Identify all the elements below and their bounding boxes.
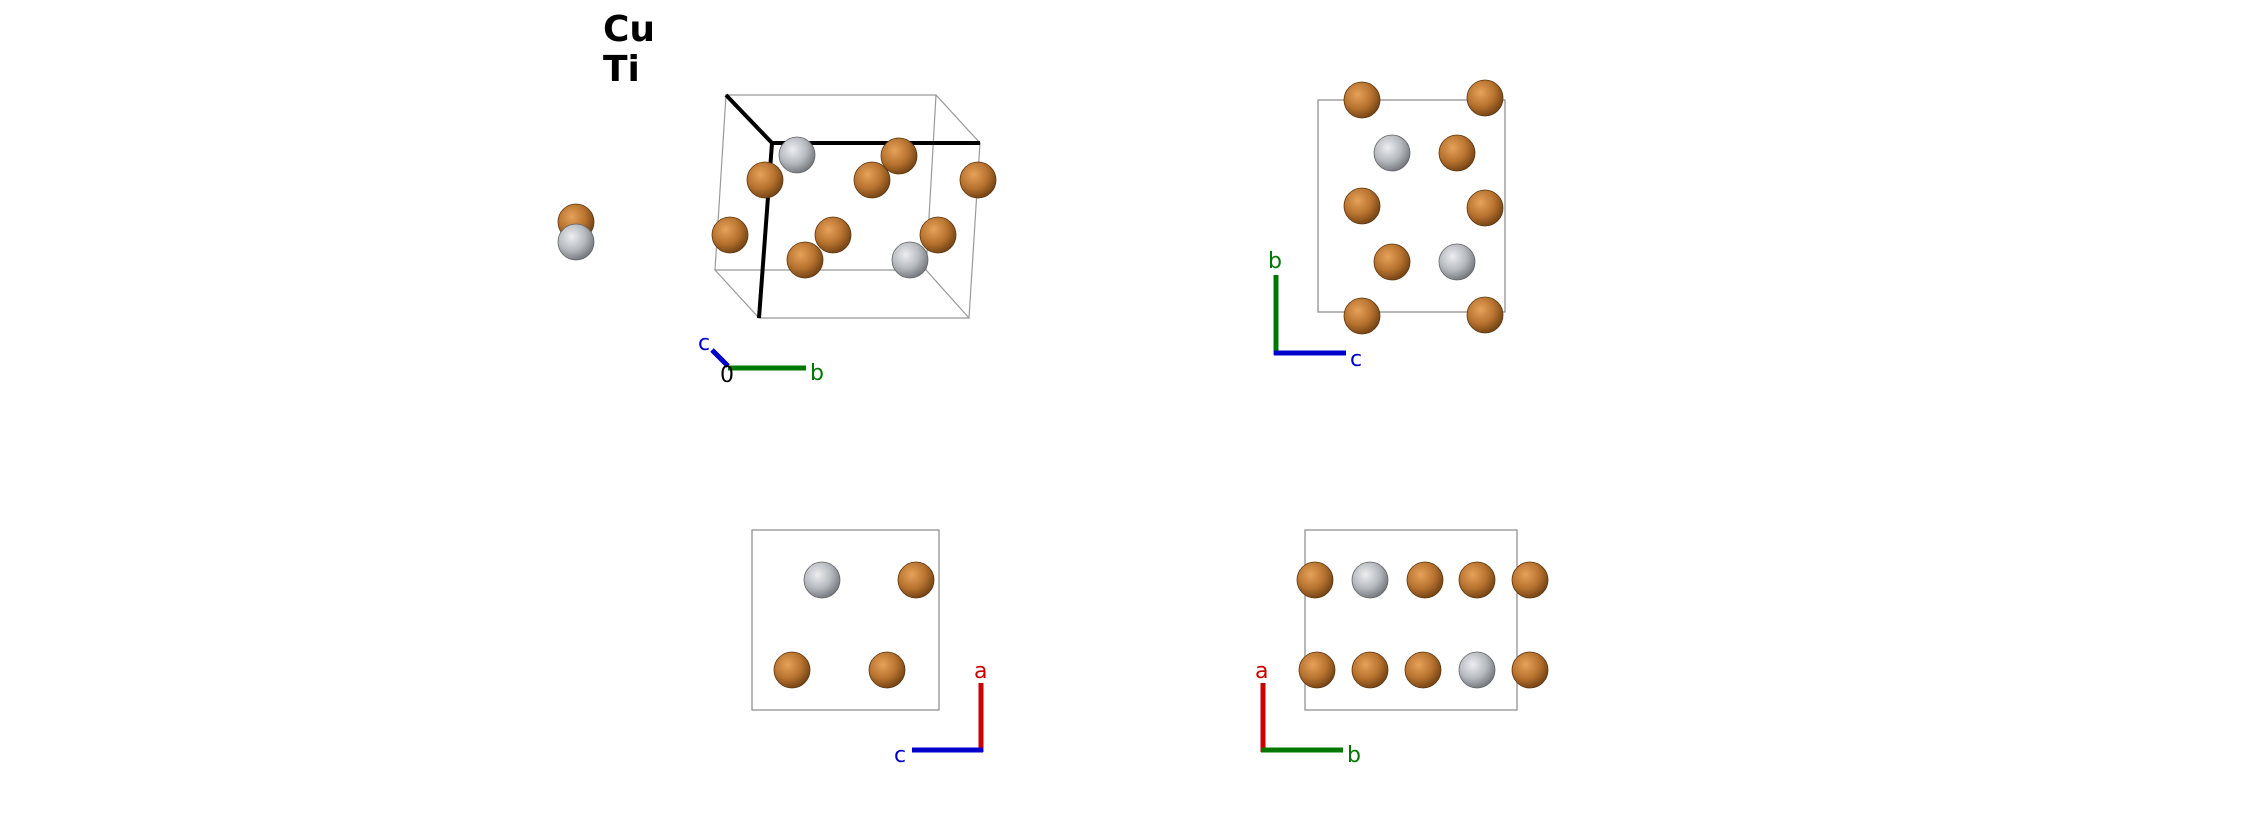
cu-atom bbox=[1351, 651, 1389, 689]
cell-axes-edges bbox=[724, 93, 980, 319]
cu-atom bbox=[1373, 243, 1411, 281]
cu-atom bbox=[1406, 561, 1444, 599]
ti-atom bbox=[803, 561, 841, 599]
cu-atom bbox=[1466, 189, 1504, 227]
cu-atom bbox=[919, 216, 957, 254]
cu-atom bbox=[1466, 296, 1504, 334]
atoms-view-c bbox=[1296, 561, 1549, 689]
c-axis-label: c bbox=[894, 743, 906, 768]
b-axis-label: b bbox=[810, 361, 824, 386]
ti-atom bbox=[891, 241, 929, 279]
cu-atom bbox=[1296, 561, 1334, 599]
ti-atom bbox=[1351, 561, 1389, 599]
atoms-view-b bbox=[773, 561, 935, 689]
legend-swatches bbox=[540, 200, 595, 270]
legend-cu: Cu bbox=[603, 9, 656, 50]
cu-atom bbox=[959, 161, 997, 199]
cu-atom bbox=[1298, 651, 1336, 689]
cu-atom bbox=[1343, 81, 1381, 119]
atoms-perspective bbox=[711, 136, 997, 279]
cu-atom bbox=[1404, 651, 1442, 689]
cu-atom bbox=[814, 216, 852, 254]
panel-view-c: a b bbox=[1255, 529, 1549, 768]
cu-atom bbox=[786, 241, 824, 279]
axis-indicator-view-a: b c bbox=[1268, 249, 1362, 372]
unit-cell-box bbox=[713, 94, 982, 319]
ti-atom bbox=[557, 223, 595, 261]
b-axis-label: b bbox=[1268, 249, 1282, 274]
a-axis-label: a bbox=[974, 659, 987, 684]
ti-atom bbox=[1458, 651, 1496, 689]
cu-atom bbox=[1438, 134, 1476, 172]
cu-atom bbox=[746, 161, 784, 199]
panel-view-a: b c bbox=[1268, 79, 1506, 372]
ti-atom bbox=[778, 136, 816, 174]
cu-atom bbox=[897, 561, 935, 599]
cu-atom bbox=[1343, 187, 1381, 225]
cu-atom bbox=[1466, 79, 1504, 117]
cu-atom bbox=[773, 651, 811, 689]
b-axis-label: b bbox=[1347, 743, 1361, 768]
cu-atom bbox=[1458, 561, 1496, 599]
cu-atom bbox=[868, 651, 906, 689]
atoms-view-a bbox=[1343, 79, 1504, 335]
legend-ti: Ti bbox=[603, 49, 640, 90]
axis-indicator-perspective: c 0 b bbox=[698, 331, 824, 388]
c-axis-label: c bbox=[698, 331, 710, 356]
unit-cell-outline bbox=[1317, 99, 1506, 313]
cu-atom bbox=[1511, 561, 1549, 599]
unit-cell-outline bbox=[1304, 529, 1518, 711]
axis-indicator-view-b: a c bbox=[894, 659, 987, 768]
cu-atom bbox=[711, 216, 749, 254]
ti-atom bbox=[1373, 134, 1411, 172]
c-axis-line bbox=[710, 348, 730, 368]
unit-cell-outline bbox=[751, 529, 940, 711]
cu-atom bbox=[880, 137, 918, 175]
c-axis-label: c bbox=[1350, 347, 1362, 372]
a-axis-label: a bbox=[1255, 659, 1268, 684]
cu-atom bbox=[853, 161, 891, 199]
origin-label: 0 bbox=[720, 363, 734, 388]
axis-indicator-view-c: a b bbox=[1255, 659, 1361, 768]
panel-view-b: a c bbox=[751, 529, 987, 768]
cu-atom bbox=[1511, 651, 1549, 689]
ti-atom bbox=[1438, 243, 1476, 281]
cu-atom bbox=[1343, 297, 1381, 335]
panel-perspective: c 0 b bbox=[698, 93, 997, 388]
